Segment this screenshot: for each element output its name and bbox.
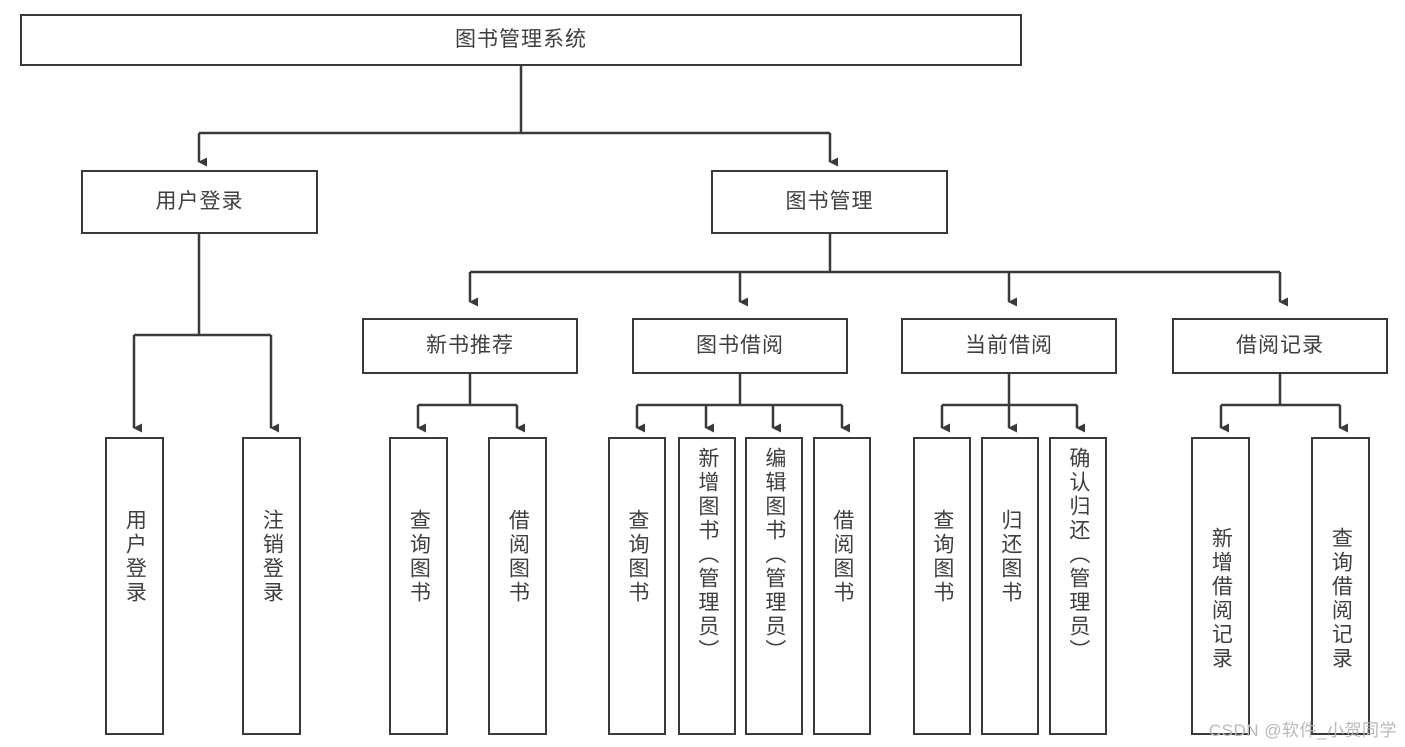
leaf-book-borrow-edit-book-admin[interactable]: 编辑图书（管理员） <box>745 437 803 735</box>
leaf-user-login-logout[interactable]: 注销登录 <box>242 437 301 735</box>
leaf-user-login-login[interactable]: 用户登录 <box>105 437 164 735</box>
leaf-current-borrow-query-book[interactable]: 查询图书 <box>913 437 971 735</box>
leaf-borrow-record-query-record[interactable]: 查询借阅记录 <box>1311 437 1370 735</box>
node-label: 图书管理 <box>785 190 874 214</box>
node-label: 查询图书 <box>625 509 649 605</box>
node-label: 确认归还（管理员） <box>1066 447 1090 663</box>
node-label: 查询图书 <box>930 509 954 605</box>
node-label: 借阅图书 <box>506 509 530 605</box>
node-current-borrow[interactable]: 当前借阅 <box>901 318 1117 374</box>
node-label: 编辑图书（管理员） <box>762 447 786 663</box>
leaf-book-borrow-add-book-admin[interactable]: 新增图书（管理员） <box>678 437 736 735</box>
node-new-book-recommend[interactable]: 新书推荐 <box>362 318 578 374</box>
csdn-watermark: CSDN @软件_小贺同学 <box>1208 721 1397 740</box>
node-label: 借阅图书 <box>830 509 854 605</box>
node-label: 用户登录 <box>155 190 244 214</box>
node-label: 新增借阅记录 <box>1209 527 1233 671</box>
node-book-borrow[interactable]: 图书借阅 <box>632 318 848 374</box>
node-label: 借阅记录 <box>1236 334 1324 358</box>
node-borrow-record[interactable]: 借阅记录 <box>1172 318 1388 374</box>
node-user-login[interactable]: 用户登录 <box>81 170 318 234</box>
leaf-borrow-record-add-record[interactable]: 新增借阅记录 <box>1191 437 1250 735</box>
leaf-current-borrow-confirm-return-admin[interactable]: 确认归还（管理员） <box>1049 437 1107 735</box>
leaf-book-borrow-borrow-book[interactable]: 借阅图书 <box>813 437 871 735</box>
node-label: 新增图书（管理员） <box>695 447 719 663</box>
node-label: 用户登录 <box>123 509 147 605</box>
leaf-new-book-query-book[interactable]: 查询图书 <box>389 437 448 735</box>
node-label: 图书借阅 <box>696 334 784 358</box>
node-label: 注销登录 <box>260 509 284 605</box>
node-root-book-management-system[interactable]: 图书管理系统 <box>20 14 1022 66</box>
leaf-book-borrow-query-book[interactable]: 查询图书 <box>608 437 666 735</box>
leaf-current-borrow-return-book[interactable]: 归还图书 <box>981 437 1039 735</box>
node-label: 新书推荐 <box>426 334 514 358</box>
node-label: 查询图书 <box>407 509 431 605</box>
node-label: 归还图书 <box>998 509 1022 605</box>
node-label: 查询借阅记录 <box>1329 527 1353 671</box>
node-label: 当前借阅 <box>965 334 1053 358</box>
node-label: 图书管理系统 <box>455 28 587 52</box>
node-book-management[interactable]: 图书管理 <box>711 170 948 234</box>
leaf-new-book-borrow-book[interactable]: 借阅图书 <box>488 437 547 735</box>
